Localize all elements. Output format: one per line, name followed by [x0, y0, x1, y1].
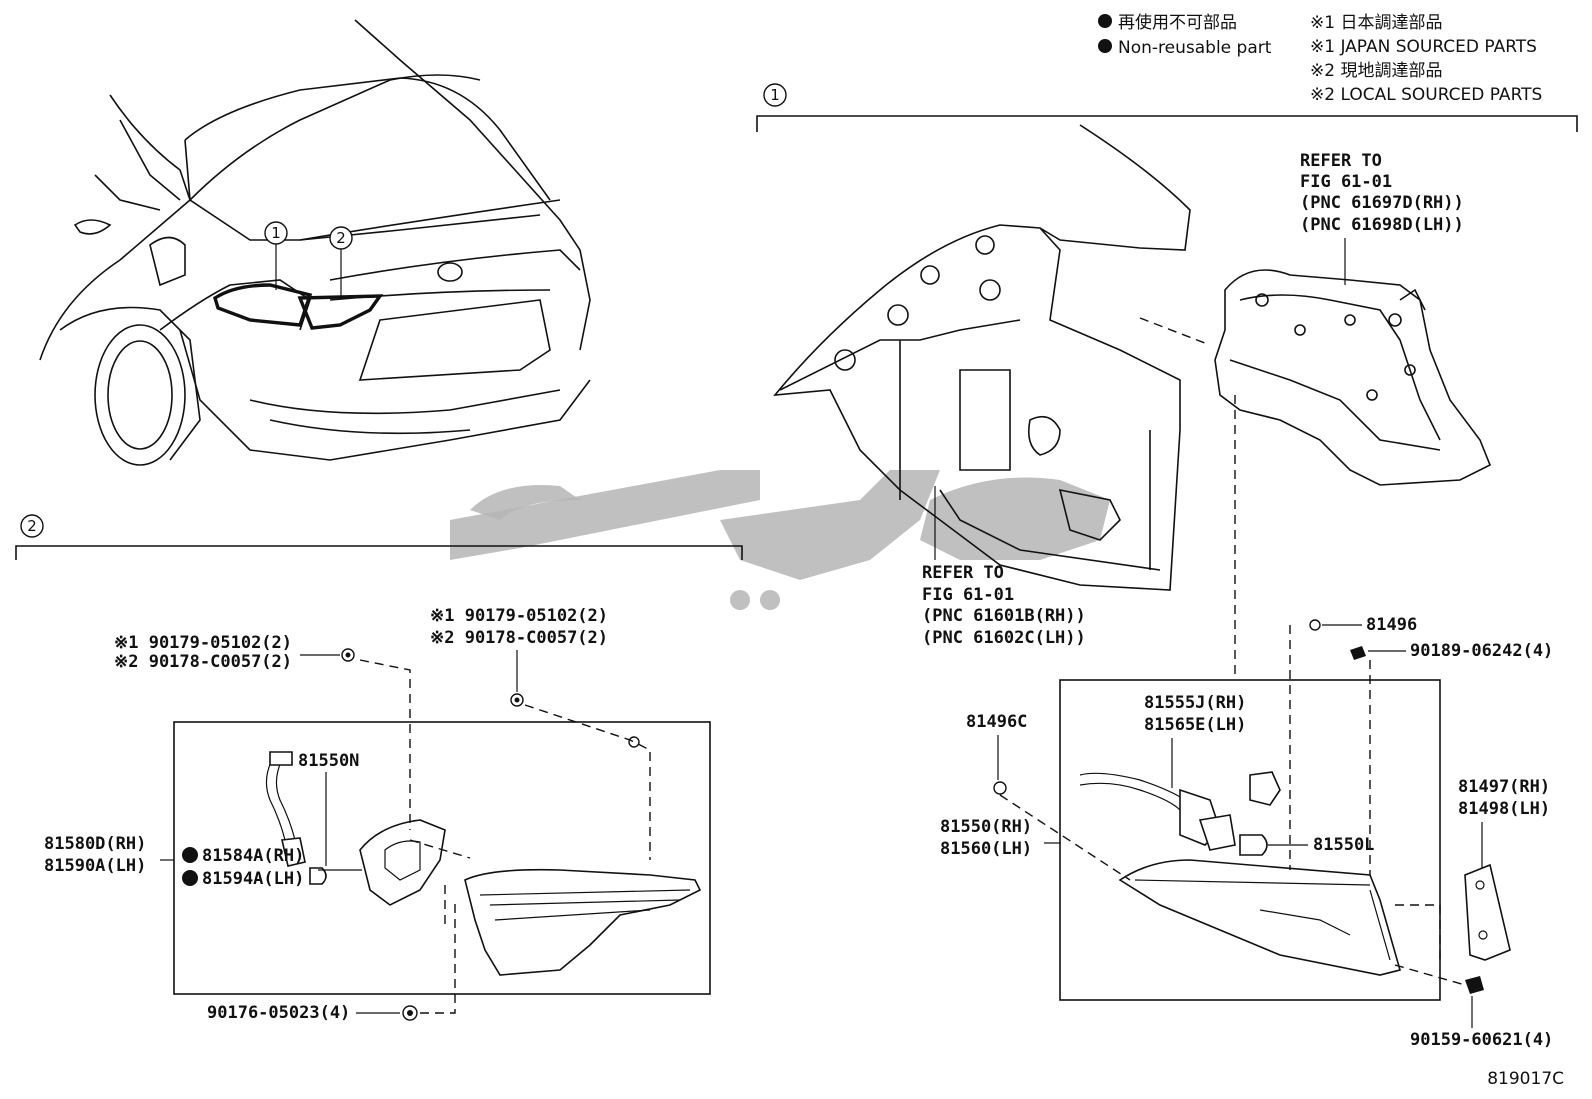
svg-text:81550L: 81550L	[1313, 835, 1374, 855]
svg-text:81584A(RH): 81584A(RH)	[202, 846, 304, 866]
screw-90189-icon	[1350, 646, 1366, 660]
bulb-81550N	[309, 867, 327, 885]
figure-code: 819017C	[1487, 1069, 1564, 1089]
section-1-label: 1	[770, 86, 780, 104]
svg-text:※2 90178-C0057(2): ※2 90178-C0057(2)	[430, 628, 608, 648]
label-90179-middle: ※1 90179-05102(2) ※2 90178-C0057(2)	[430, 606, 608, 692]
refer-note-upper: REFER TO FIG 61-01 (PNC 61697D(RH)) (PNC…	[1300, 151, 1464, 285]
callout-1-label: 1	[271, 224, 281, 242]
clip-81496C-icon	[993, 781, 1007, 795]
non-reusable-dot-icon	[182, 870, 198, 886]
svg-text:(PNC 61602C(LH)): (PNC 61602C(LH))	[922, 628, 1086, 648]
nut-right	[1249, 771, 1281, 806]
svg-text:81560(LH): 81560(LH)	[940, 839, 1032, 859]
svg-text:(PNC 61601B(RH)): (PNC 61601B(RH))	[922, 606, 1086, 626]
section-2-label: 2	[27, 517, 37, 535]
svg-text:81496C: 81496C	[966, 712, 1027, 732]
svg-text:81555J(RH): 81555J(RH)	[1144, 693, 1246, 713]
callout-2-circle	[329, 226, 353, 250]
label-81497: 81497(RH) 81498(LH)	[1458, 777, 1550, 868]
svg-text:90159-60621(4): 90159-60621(4)	[1410, 1030, 1553, 1050]
socket-and-wire-81550N	[265, 751, 306, 867]
svg-text:※1 90179-05102(2): ※1 90179-05102(2)	[430, 606, 608, 626]
callout-1-circle	[264, 221, 288, 245]
legend-note1-jp: ※1 日本調達部品	[1310, 13, 1442, 33]
svg-text:(PNC 61697D(RH)): (PNC 61697D(RH))	[1300, 193, 1464, 213]
legend-note2-jp: ※2 現地調達部品	[1310, 61, 1442, 81]
gasket-81584A	[359, 819, 446, 906]
svg-text:81550(RH): 81550(RH)	[940, 817, 1032, 837]
svg-text:81496: 81496	[1366, 615, 1417, 635]
label-81550: 81550(RH) 81560(LH)	[940, 817, 1060, 859]
legend: 再使用不可部品 Non-reusable part ※1 日本調達部品 ※1 J…	[1098, 12, 1542, 105]
svg-text:81498(LH): 81498(LH)	[1458, 799, 1550, 819]
non-reusable-dot-icon	[182, 847, 198, 863]
label-81555J: 81555J(RH) 81565E(LH)	[1144, 693, 1246, 788]
clip-left-icon	[628, 736, 640, 748]
extension-panel-drawing	[1214, 269, 1492, 486]
svg-text:REFER TO: REFER TO	[1300, 151, 1382, 171]
svg-text:81580D(RH): 81580D(RH)	[44, 834, 146, 854]
legend-non-reusable-jp: 再使用不可部品	[1118, 12, 1237, 33]
svg-text:81594A(LH): 81594A(LH)	[202, 869, 304, 889]
vehicle-rear-illustration: 1 2	[39, 19, 591, 466]
non-reusable-dot-icon	[1098, 14, 1112, 28]
label-81496C: 81496C	[966, 712, 1027, 780]
svg-text:90189-06242(4): 90189-06242(4)	[1410, 641, 1553, 661]
rear-lamp-81580D	[464, 868, 702, 976]
screw-90176-icon	[402, 1005, 418, 1021]
nut-90179-upper-icon	[341, 648, 355, 662]
svg-text:81565E(LH): 81565E(LH)	[1144, 715, 1246, 735]
label-90176: 90176-05023(4)	[207, 1003, 400, 1023]
label-81550N: 81550N	[298, 751, 359, 866]
label-90179-upper: ※1 90179-05102(2) ※2 90178-C0057(2)	[114, 633, 340, 672]
rear-combination-lamp-rh	[1118, 859, 1401, 976]
section-2-bracket: 2	[15, 514, 743, 560]
section-1-circle	[763, 83, 787, 107]
quarter-panel-drawing	[773, 124, 1191, 591]
label-90159: 90159-60621(4)	[1410, 996, 1553, 1050]
label-81550L: 81550L	[1268, 835, 1374, 855]
svg-text:※2 90178-C0057(2): ※2 90178-C0057(2)	[114, 652, 292, 672]
label-81496: 81496	[1322, 615, 1417, 635]
section-1-bracket: 1	[756, 83, 1578, 132]
refer-note-lower: REFER TO FIG 61-01 (PNC 61601B(RH)) (PNC…	[922, 486, 1086, 648]
label-81584A: 81584A(RH) 81594A(LH)	[182, 846, 362, 889]
label-90189: 90189-06242(4)	[1368, 641, 1553, 661]
svg-text:(PNC 61698D(LH)): (PNC 61698D(LH))	[1300, 215, 1464, 235]
screw-90159-icon	[1465, 976, 1484, 994]
svg-text:※1 90179-05102(2): ※1 90179-05102(2)	[114, 633, 292, 653]
socket-and-wire-81555J	[1079, 772, 1236, 851]
legend-note1-en: ※1 JAPAN SOURCED PARTS	[1310, 37, 1537, 57]
svg-text:81590A(LH): 81590A(LH)	[44, 856, 146, 876]
svg-text:FIG 61-01: FIG 61-01	[922, 585, 1014, 605]
cover-81497	[1464, 863, 1511, 961]
nut-90179-middle-icon	[510, 693, 524, 707]
clip-81496-icon	[1309, 619, 1321, 631]
callout-2-label: 2	[336, 229, 346, 247]
section-2-circle	[20, 514, 44, 538]
rear-lamp-assembly-box	[173, 721, 711, 995]
legend-note2-en: ※2 LOCAL SOURCED PARTS	[1310, 85, 1542, 105]
svg-text:81550N: 81550N	[298, 751, 359, 771]
svg-text:90176-05023(4): 90176-05023(4)	[207, 1003, 350, 1023]
legend-non-reusable-en: Non-reusable part	[1118, 38, 1272, 58]
combination-lamp-assembly-box	[1059, 679, 1441, 1001]
non-reusable-dot-icon	[1098, 39, 1112, 53]
svg-text:81497(RH): 81497(RH)	[1458, 777, 1550, 797]
svg-text:FIG 61-01: FIG 61-01	[1300, 172, 1392, 192]
bulb-81550L	[1239, 834, 1268, 856]
svg-text:REFER TO: REFER TO	[922, 563, 1004, 583]
label-81580D: 81580D(RH) 81590A(LH)	[44, 834, 174, 876]
